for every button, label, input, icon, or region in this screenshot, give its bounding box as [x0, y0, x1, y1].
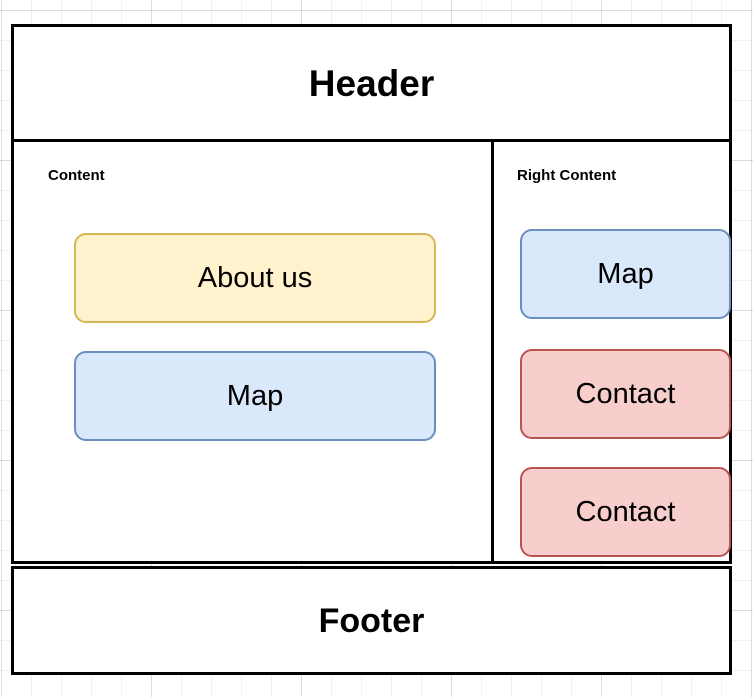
- page-layout-wireframe: Header Content About us Map Right Conten…: [11, 24, 732, 675]
- node-map-right[interactable]: Map: [520, 229, 731, 319]
- right-content-section[interactable]: Right Content Map Contact Contact: [491, 139, 732, 564]
- content-section[interactable]: Content About us Map: [11, 139, 494, 564]
- node-map-content[interactable]: Map: [74, 351, 436, 441]
- node-map-content-label: Map: [226, 379, 284, 412]
- header-title: Header: [308, 62, 435, 104]
- footer-title: Footer: [318, 601, 425, 640]
- node-map-right-label: Map: [597, 257, 654, 290]
- node-about-us-label: About us: [197, 261, 313, 294]
- node-contact-second-label: Contact: [575, 495, 676, 528]
- footer-section[interactable]: Footer: [11, 566, 732, 675]
- node-contact-second[interactable]: Contact: [520, 467, 731, 557]
- node-contact-first-label: Contact: [575, 377, 676, 410]
- node-about-us[interactable]: About us: [74, 233, 436, 323]
- header-section[interactable]: Header: [11, 24, 732, 142]
- content-section-label: Content: [48, 167, 105, 184]
- right-content-section-label: Right Content: [517, 167, 617, 184]
- node-contact-first[interactable]: Contact: [520, 349, 731, 439]
